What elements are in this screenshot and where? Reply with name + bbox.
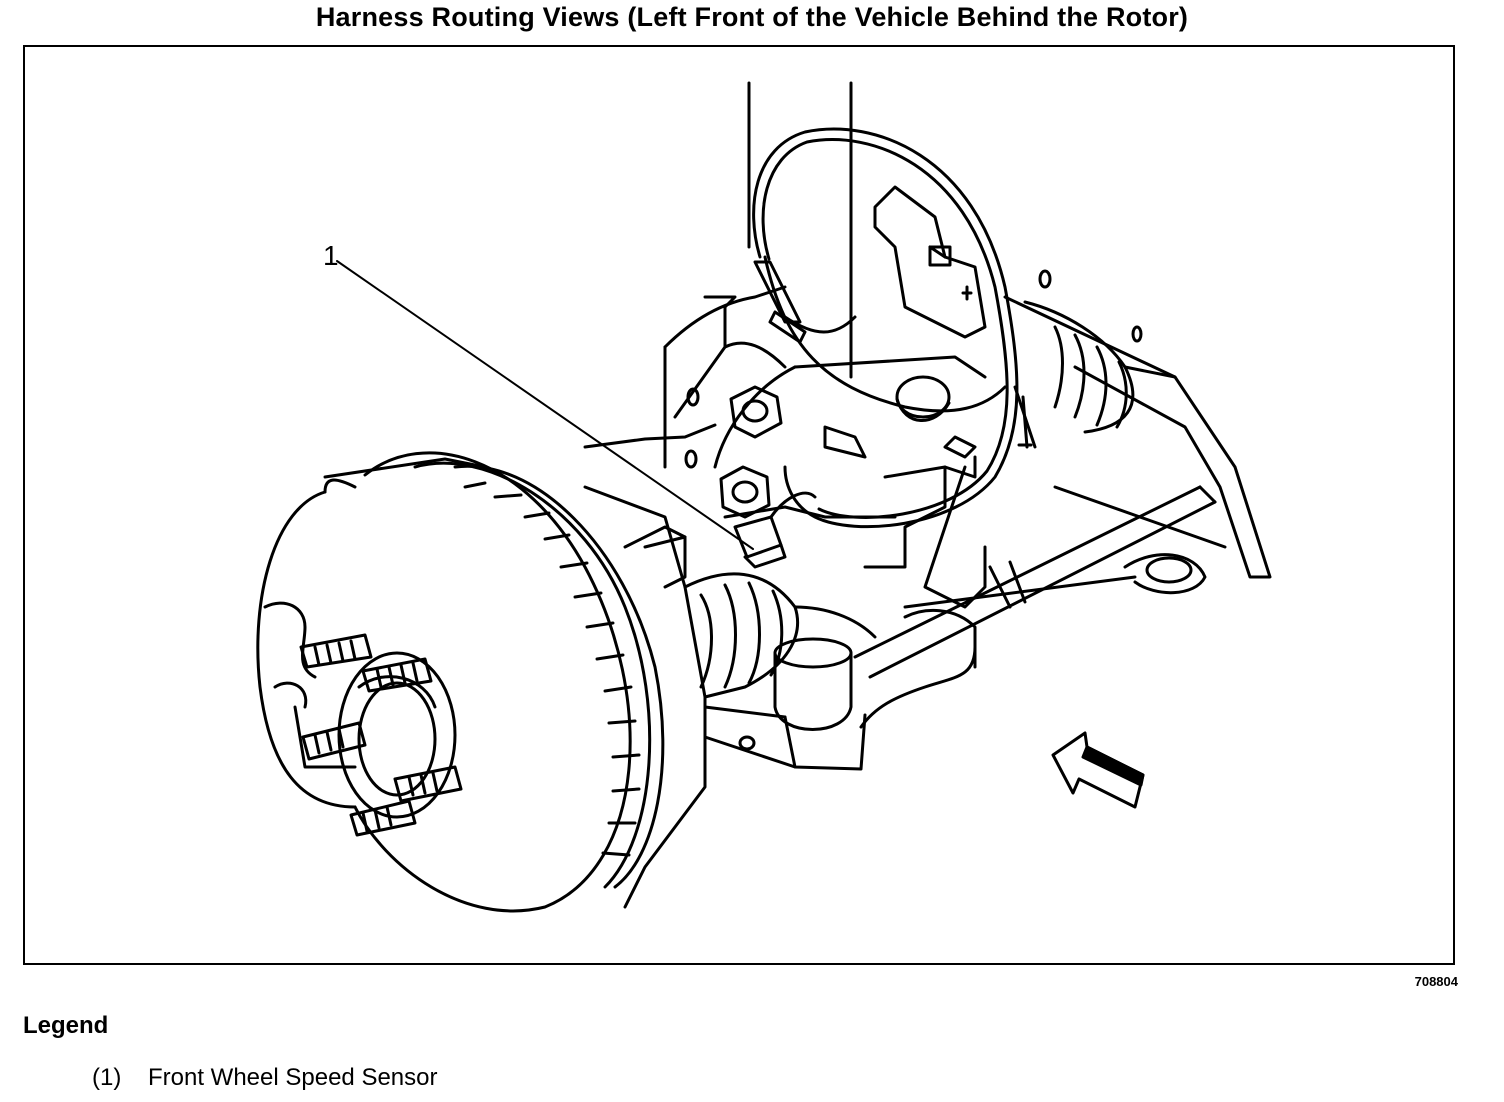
direction-arrow-icon [1051, 731, 1145, 809]
callout-leader [336, 260, 754, 550]
diagram-frame: 1 [23, 45, 1455, 965]
tie-rod-end [703, 608, 977, 771]
tie-rod [853, 485, 1217, 679]
strut-tube [747, 81, 857, 379]
dust-shield [583, 423, 717, 909]
legend-item-label: Front Wheel Speed Sensor [148, 1064, 438, 1091]
legend-heading: Legend [23, 1012, 109, 1039]
upper-ball-joint [823, 375, 977, 459]
sensor-harness-wire [752, 127, 1037, 529]
sensor-connector [733, 491, 817, 569]
figure-id: 708804 [1414, 974, 1458, 989]
lower-control-arm [903, 295, 1272, 609]
strut-bracket [873, 185, 987, 339]
brake-rotor [323, 451, 665, 913]
axle-boot [683, 572, 877, 699]
legend-item-number: (1) [92, 1064, 122, 1091]
rack-boot [1023, 269, 1177, 434]
callout-number: 1 [323, 240, 339, 271]
legend-item: (1) Front Wheel Speed Sensor [92, 1064, 438, 1092]
knuckle-bolts [684, 385, 783, 519]
hub-and-caliper [256, 490, 457, 819]
wheel-studs [299, 633, 463, 837]
page-title: Harness Routing Views (Left Front of the… [315, 2, 1189, 32]
suspension-illustration: 1 [256, 81, 1272, 913]
